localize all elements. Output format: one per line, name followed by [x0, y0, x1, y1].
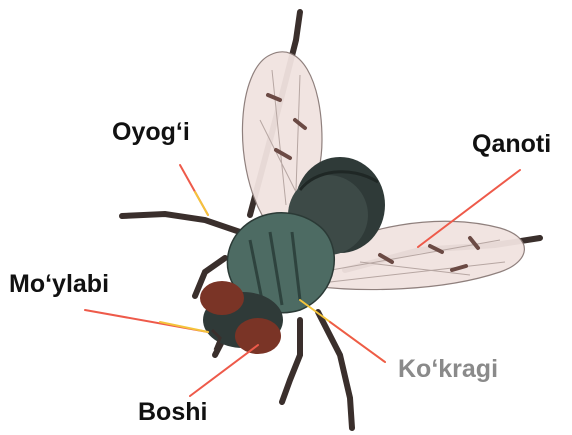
- head-pointer: [190, 345, 258, 396]
- label-thorax: Ko‘kragi: [398, 357, 498, 382]
- label-head: Boshi: [138, 400, 207, 425]
- label-mouthparts: Mo‘ylabi: [9, 272, 109, 297]
- label-wing: Qanoti: [472, 132, 551, 157]
- label-legs: Oyog‘i: [112, 120, 190, 145]
